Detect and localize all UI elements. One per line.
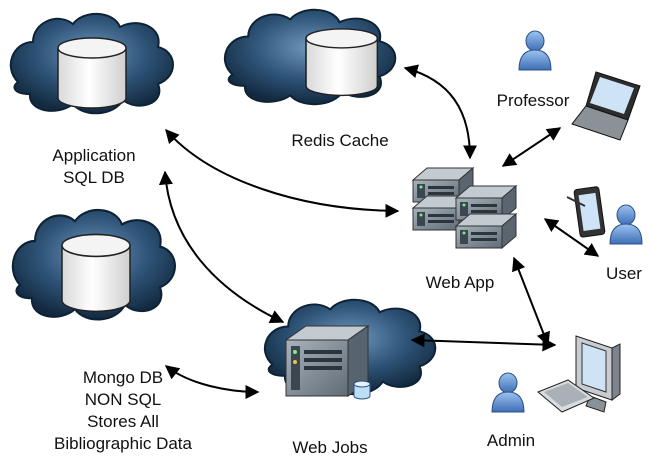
desktop-computer-icon: [537, 335, 621, 413]
mongo-db-icon: [11, 208, 177, 321]
user-icon: [566, 186, 643, 245]
web-jobs-icon: [263, 298, 437, 400]
sql-db-label-line2: SQL DB: [63, 168, 125, 187]
edge-webapp-professor: [501, 127, 562, 167]
user-label: User: [606, 264, 642, 283]
edge-webjobs-admin: [410, 333, 557, 352]
mongo-db-label-line2: NON SQL: [84, 390, 162, 409]
edge-webapp-redis: [403, 64, 477, 160]
sql-db-label-line1: Application: [52, 146, 136, 165]
web-app-label: Web App: [425, 273, 495, 292]
mongo-db-label: Mongo DB NON SQL Stores All Bibliographi…: [28, 367, 218, 455]
mongo-db-label-line1: Mongo DB: [82, 368, 164, 387]
edge-webjobs-sqldb: [158, 170, 285, 323]
sql-db-icon: [9, 12, 175, 115]
admin-label: Admin: [486, 431, 536, 450]
redis-cache-label: Redis Cache: [291, 131, 389, 150]
edge-webapp-admin: [512, 256, 550, 347]
edge-webjobs-mongodb: [164, 365, 260, 399]
professor-icon: [518, 30, 641, 141]
mongo-db-label-line3: Stores All: [87, 412, 159, 431]
admin-icon: [491, 335, 621, 413]
laptop-icon: [571, 71, 641, 141]
web-jobs-label: Web Jobs: [292, 438, 368, 457]
connections: [158, 64, 600, 399]
edge-webapp-user: [543, 218, 600, 257]
tablet-icon: [566, 186, 606, 238]
sql-db-label: Application SQL DB: [24, 145, 164, 189]
professor-label: Professor: [496, 91, 570, 110]
redis-cache-icon: [223, 8, 397, 106]
web-app-server-icon: [412, 167, 517, 249]
mongo-db-label-line4: Bibliographic Data: [54, 434, 192, 453]
